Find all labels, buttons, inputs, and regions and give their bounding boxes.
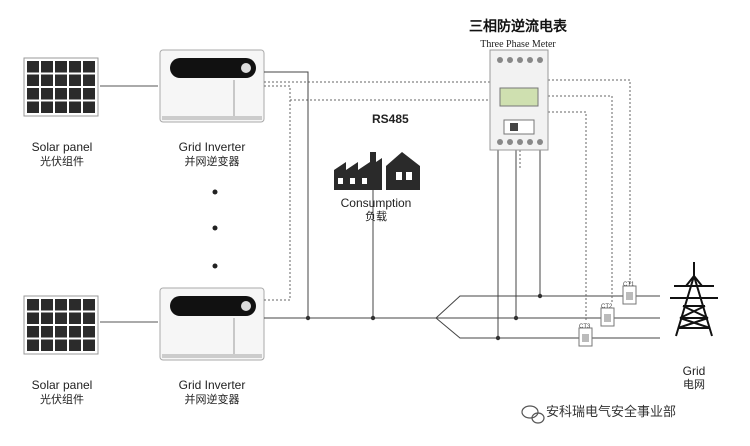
solar-cell <box>41 61 53 73</box>
rs485-label: RS485 <box>372 112 409 126</box>
three-phase-meter <box>489 49 549 151</box>
grid-label-en: Grid <box>682 364 706 378</box>
solar-cell <box>83 326 95 338</box>
ct3-label: CT3 <box>579 324 591 330</box>
solar-cell <box>41 312 53 324</box>
solar-cell <box>41 326 53 338</box>
watermark-text: 安科瑞电气安全事业部 <box>546 405 677 420</box>
grid-inverter-bottom <box>159 287 265 361</box>
solar-cell <box>55 326 67 338</box>
junction-dots <box>305 293 543 341</box>
factory-house-icon <box>334 152 420 190</box>
consumption-label-en: Consumption <box>340 196 412 210</box>
solar-cell <box>55 88 67 100</box>
solar-cell <box>69 299 81 311</box>
solar-cell <box>55 299 67 311</box>
solar-cell <box>41 88 53 100</box>
solar-cell <box>27 74 39 86</box>
ellipsis-dots <box>212 189 218 269</box>
solar-panel-bottom-label-en: Solar panel <box>31 378 93 392</box>
ct-sensor-3 <box>578 327 593 347</box>
solar-cell <box>83 312 95 324</box>
inverter-bottom-label-en: Grid Inverter <box>178 378 246 392</box>
solar-cell <box>41 101 53 113</box>
inverter-top-label-cn: 并网逆变器 <box>184 156 240 168</box>
consumption-label-cn: 负载 <box>365 211 387 223</box>
solar-panel-bottom-label-cn: 光伏组件 <box>40 394 84 406</box>
solar-cell <box>27 101 39 113</box>
solar-cell <box>55 74 67 86</box>
solar-cell <box>55 312 67 324</box>
solar-cell <box>83 61 95 73</box>
solar-cell <box>83 299 95 311</box>
grid-label-cn: 电网 <box>683 379 705 391</box>
ct-sensor-2 <box>600 307 615 327</box>
power-lines <box>264 71 660 339</box>
solar-cell <box>55 61 67 73</box>
solar-cell <box>41 74 53 86</box>
solar-cell <box>41 339 53 351</box>
solar-cell <box>55 339 67 351</box>
solar-cell <box>83 74 95 86</box>
solar-panel-bottom <box>23 295 99 355</box>
ct-leads <box>548 79 631 322</box>
solar-panel-top-label-en: Solar panel <box>31 140 93 154</box>
solar-cell <box>27 88 39 100</box>
solar-cell <box>83 339 95 351</box>
solar-cell <box>69 61 81 73</box>
solar-cell <box>69 339 81 351</box>
ct2-label: CT2 <box>601 304 613 310</box>
solar-panel-top <box>23 57 99 117</box>
ct1-label: CT1 <box>623 282 635 288</box>
meter-title-cn: 三相防逆流电表 <box>469 19 567 35</box>
transmission-tower-icon <box>670 262 718 337</box>
solar-cell <box>27 61 39 73</box>
solar-cell <box>83 88 95 100</box>
solar-cell <box>41 299 53 311</box>
wechat-logo-icon <box>521 405 545 424</box>
solar-panel-top-label-cn: 光伏组件 <box>40 156 84 168</box>
solar-cell <box>69 101 81 113</box>
solar-cell <box>27 299 39 311</box>
solar-cell <box>69 88 81 100</box>
solar-cell <box>69 74 81 86</box>
inverter-bottom-label-cn: 并网逆变器 <box>184 394 240 406</box>
solar-cell <box>55 101 67 113</box>
solar-cell <box>27 339 39 351</box>
solar-cell <box>69 312 81 324</box>
meter-title-en: Three Phase Meter <box>480 39 556 50</box>
solar-cell <box>83 101 95 113</box>
ct-sensor-1 <box>622 285 637 305</box>
solar-cell <box>27 326 39 338</box>
solar-cell <box>69 326 81 338</box>
solar-cell <box>27 312 39 324</box>
inverter-top-label-en: Grid Inverter <box>178 140 246 154</box>
grid-inverter-top <box>159 49 265 123</box>
